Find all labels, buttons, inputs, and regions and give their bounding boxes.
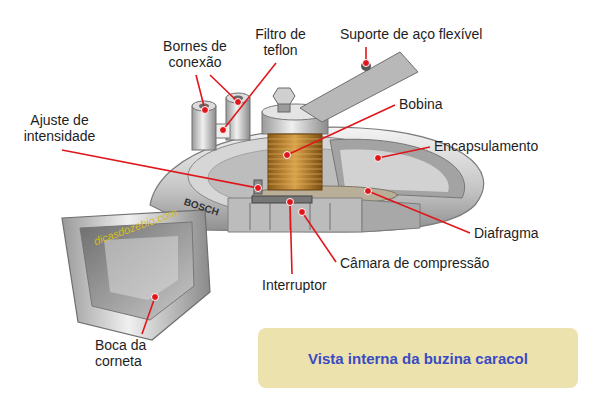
part-label: Bobina: [399, 96, 479, 112]
part-label: Bornes de conexão: [155, 38, 235, 70]
caption-text: Vista interna da buzina caracol: [308, 350, 528, 367]
part-label: Ajuste de intensidade: [12, 112, 107, 144]
part-label: Interruptor: [262, 277, 362, 293]
caption-box: Vista interna da buzina caracol: [258, 328, 578, 388]
part-label: Câmara de compressão: [340, 255, 520, 271]
part-label: Suporte de aço flexível: [340, 26, 530, 42]
part-label: Encapsulamento: [434, 138, 584, 154]
part-label: Filtro de teflon: [243, 26, 318, 58]
part-label: Diafragma: [474, 225, 584, 241]
part-label: Boca da corneta: [95, 337, 165, 369]
